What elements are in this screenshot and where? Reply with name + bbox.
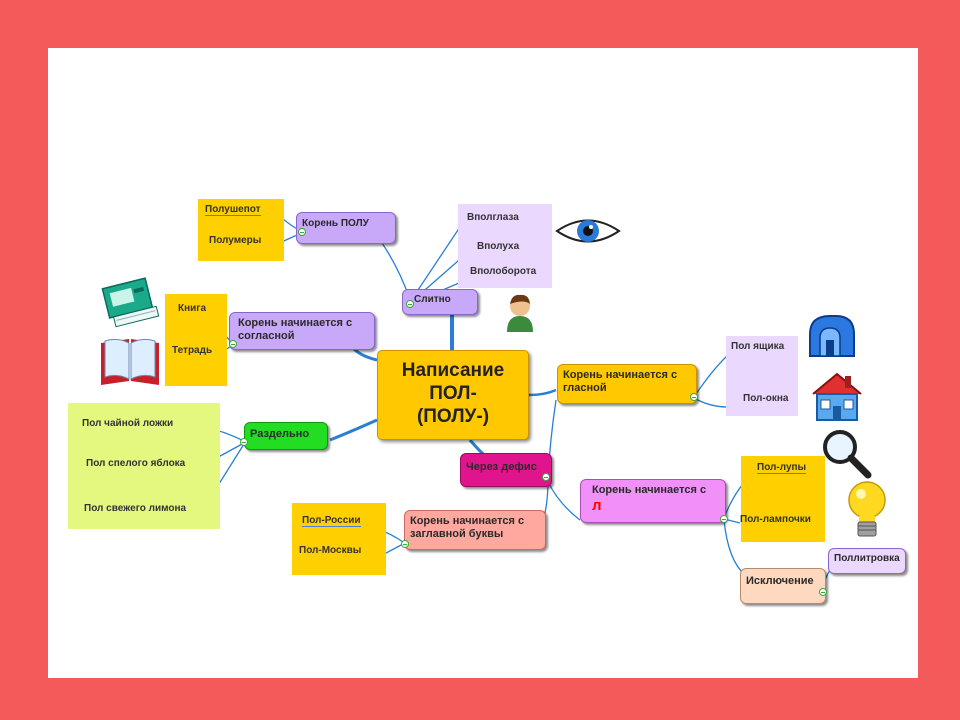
branch-koren-polu[interactable]: Корень ПОЛУ [296, 212, 396, 244]
branch-slitno-label: Слитно [414, 294, 451, 305]
eye-icon [555, 219, 621, 243]
leaf-vpolukha[interactable]: Вполуха [477, 241, 520, 252]
leaf-pol-lupy[interactable]: Пол-лупы [757, 462, 807, 474]
open-book-icon [101, 338, 159, 385]
leaf-box-slitno [458, 204, 552, 288]
leaf-box-soglasnaya [165, 294, 227, 386]
mailbox-icon [809, 315, 855, 357]
leaf-box-l [741, 456, 825, 542]
leaf-pol-okna[interactable]: Пол-окна [743, 393, 789, 404]
branch-glasnaya-label: Корень начинается с гласной [563, 369, 678, 394]
branch-soglasnaya[interactable]: Корень начинается с согласной [229, 312, 375, 350]
leaf-pol-chaynoy[interactable]: Пол чайной ложки [82, 418, 174, 429]
collapse-toggle-l[interactable] [720, 515, 728, 523]
leaf-tetrad[interactable]: Тетрадь [172, 345, 213, 356]
branch-l-label: Корень начинается с [592, 484, 707, 496]
collapse-toggle-polu[interactable] [298, 228, 306, 236]
book-stack-icon [101, 277, 160, 328]
leaf-pol-yashchika[interactable]: Пол ящика [731, 341, 785, 352]
branch-l[interactable]: Корень начинается с л [580, 479, 726, 523]
leaf-box-zaglavnaya [292, 503, 386, 575]
central-line-3: (ПОЛУ-) [416, 406, 490, 427]
leaf-kniga[interactable]: Книга [178, 303, 207, 314]
leaf-polumery[interactable]: Полумеры [209, 235, 262, 246]
collapse-toggle-defis[interactable] [542, 473, 550, 481]
central-line-1: Написание [401, 360, 505, 381]
collapse-toggle-soglasnaya[interactable] [229, 340, 237, 348]
leaf-box-polu [198, 199, 284, 261]
central-line-2: ПОЛ- [429, 383, 477, 404]
leaf-pol-moskvy[interactable]: Пол-Москвы [299, 545, 362, 556]
leaf-polushepot[interactable]: Полушепот [205, 204, 261, 216]
light-bulb-icon [848, 481, 886, 537]
central-topic[interactable]: Написание ПОЛ- (ПОЛУ-) [377, 350, 529, 440]
leaf-box-razdelno [68, 403, 220, 529]
branch-razdelno[interactable]: Раздельно [244, 422, 328, 450]
branch-koren-polu-label: Корень ПОЛУ [302, 218, 369, 229]
branch-soglasnaya-label: Корень начинается с согласной [238, 317, 353, 342]
collapse-toggle-zaglavnaya[interactable] [401, 540, 409, 548]
person-icon [507, 294, 533, 332]
branch-isklyuchenie-label: Исключение [746, 575, 814, 587]
branch-slitno[interactable]: Слитно [402, 289, 478, 315]
branch-defis-label: Через дефис [466, 461, 537, 473]
branch-razdelno-label: Раздельно [250, 428, 310, 440]
collapse-toggle-isklyuchenie[interactable] [819, 588, 827, 596]
collapse-toggle-glasnaya[interactable] [690, 393, 698, 401]
collapse-toggle-razdelno[interactable] [240, 438, 248, 446]
house-icon [812, 372, 862, 421]
leaf-pol-spelogo[interactable]: Пол спелого яблока [86, 458, 186, 469]
branch-zaglavnaya-label: Корень начинается с заглавной буквы [410, 515, 525, 540]
leaf-vpoloborota[interactable]: Вполоборота [470, 266, 537, 277]
branch-cherez-defis[interactable]: Через дефис [460, 453, 552, 487]
leaf-box-glasnaya [726, 336, 798, 416]
branch-isklyuchenie[interactable]: Исключение [740, 568, 826, 604]
branch-glasnaya[interactable]: Корень начинается с гласной [557, 364, 697, 404]
leaf-polllitrovka: Поллитровка [834, 553, 900, 564]
leaf-pol-lampochki[interactable]: Пол-лампочки [740, 514, 811, 525]
magnifier-icon [823, 430, 872, 479]
leaf-pol-rossii[interactable]: Пол-России [302, 515, 361, 527]
leaf-vpolglaza[interactable]: Вполглаза [467, 212, 519, 223]
leaf-polllitrovka-box[interactable]: Поллитровка [828, 548, 906, 574]
branch-l-letter: л [592, 496, 602, 514]
collapse-toggle-slitno[interactable] [406, 300, 414, 308]
branch-zaglavnaya[interactable]: Корень начинается с заглавной буквы [404, 510, 546, 550]
leaf-pol-svezhego[interactable]: Пол свежего лимона [84, 503, 187, 514]
